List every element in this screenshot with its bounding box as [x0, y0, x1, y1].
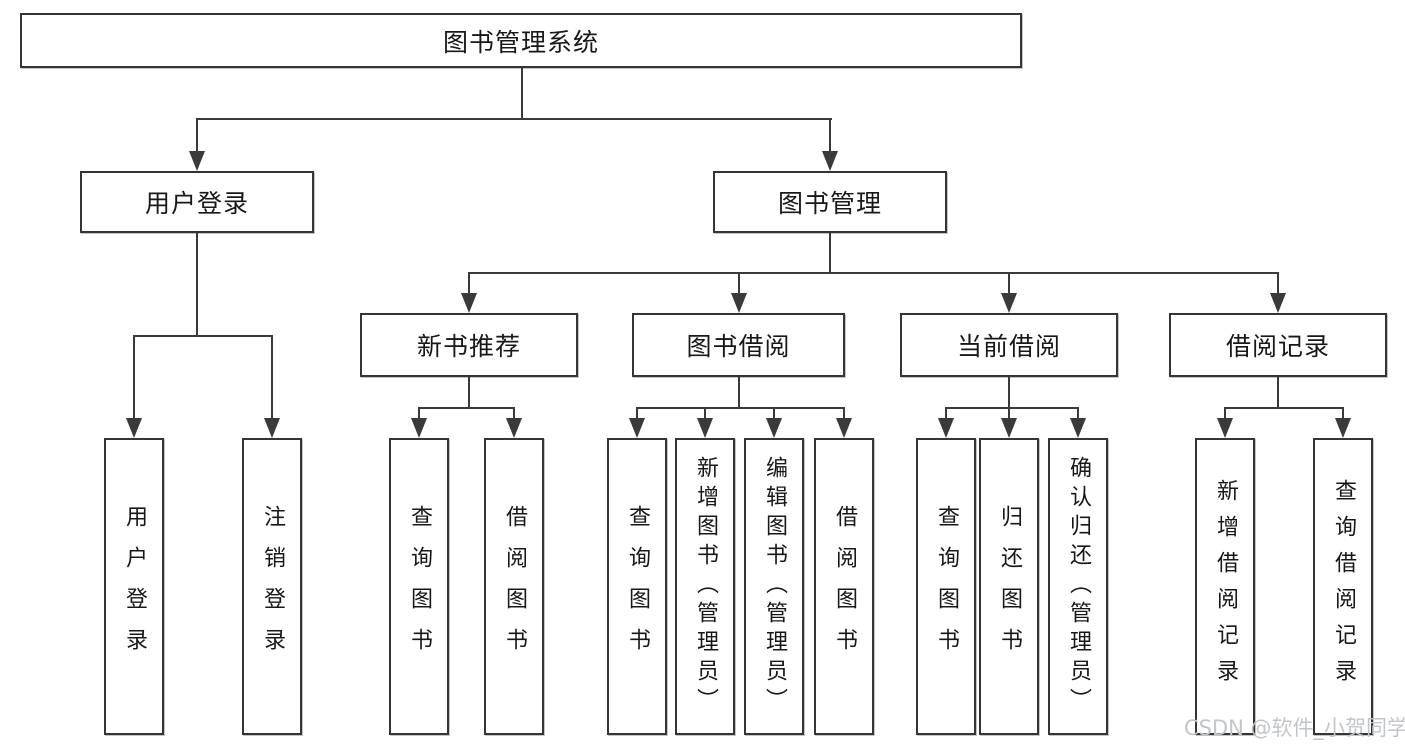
connector-login-split — [133, 335, 273, 337]
connector-records-stem — [1277, 377, 1279, 409]
leaf-borrow-books-recommend: 借阅图书 — [484, 438, 544, 735]
connector-stub-records — [1277, 274, 1279, 295]
connector-stub-leaf — [418, 407, 420, 422]
leaf-query-borrow-record: 查询借阅记录 — [1313, 438, 1373, 735]
arrowhead-current — [1001, 293, 1017, 313]
arrowhead-leaf-add-record — [1217, 418, 1233, 438]
connector-stub-leaf — [773, 407, 775, 422]
arrowhead-leaf-query-recommend — [411, 418, 427, 438]
connector-borrowing-stem — [738, 377, 740, 409]
connector-borrowing-split — [636, 407, 845, 409]
arrowhead-leaf-logout — [264, 418, 280, 438]
connector-newbooks-stem — [468, 377, 470, 409]
arrowhead-leaf-borrow-recommend — [506, 418, 522, 438]
connector-records-split — [1224, 407, 1344, 409]
node-user-login: 用户登录 — [80, 171, 314, 233]
leaf-borrow-books-borrowing: 借阅图书 — [814, 438, 874, 735]
node-book-borrowing: 图书借阅 — [632, 313, 845, 377]
node-book-management: 图书管理 — [713, 171, 947, 233]
node-new-book-recommend: 新书推荐 — [360, 313, 578, 377]
leaf-add-borrow-record: 新增借阅记录 — [1195, 438, 1255, 735]
connector-stub-leaf — [636, 407, 638, 422]
connector-root-split — [196, 118, 832, 120]
connector-stub-leaf — [1077, 407, 1079, 422]
arrowhead-leaf-return-books — [1001, 418, 1017, 438]
connector-root-stem — [521, 68, 523, 120]
connector-stub-leaf — [1342, 407, 1344, 422]
connector-stub-leaf — [704, 407, 706, 422]
arrowhead-book-mgmt — [822, 151, 838, 171]
arrowhead-leaf-query-borrowing — [629, 418, 645, 438]
connector-stub-book-mgmt — [829, 120, 831, 153]
leaf-query-books-current: 查询图书 — [916, 438, 976, 735]
node-system-root: 图书管理系统 — [20, 13, 1022, 68]
connector-stub-leaf — [1224, 407, 1226, 422]
arrowhead-records — [1270, 293, 1286, 313]
leaf-return-books: 归还图书 — [979, 438, 1039, 735]
arrowhead-leaf-login — [126, 418, 142, 438]
connector-stub-leaf — [843, 407, 845, 422]
connector-mgmt-split — [468, 272, 1279, 274]
connector-stub-leaf-logout — [271, 335, 273, 420]
connector-stub-user-login — [196, 120, 198, 153]
connector-current-split — [945, 407, 1079, 409]
connector-login-stem — [196, 233, 198, 337]
connector-stub-new-books — [468, 274, 470, 295]
arrowhead-borrowing — [731, 293, 747, 313]
connector-stub-leaf — [513, 407, 515, 422]
leaf-query-books-recommend: 查询图书 — [389, 438, 449, 735]
leaf-add-book-admin: 新增图书（管理员） — [675, 438, 735, 735]
arrowhead-new-books — [461, 293, 477, 313]
arrowhead-leaf-query-record — [1335, 418, 1351, 438]
connector-mgmt-stem — [829, 233, 831, 274]
connector-stub-leaf-login — [133, 335, 135, 420]
connector-stub-leaf — [1008, 407, 1010, 422]
connector-current-stem — [1008, 377, 1010, 409]
leaf-query-books-borrowing: 查询图书 — [607, 438, 667, 735]
leaf-edit-book-admin: 编辑图书（管理员） — [744, 438, 804, 735]
leaf-confirm-return-admin: 确认归还（管理员） — [1048, 438, 1108, 735]
leaf-user-login: 用户登录 — [104, 438, 164, 735]
node-borrow-records: 借阅记录 — [1169, 313, 1387, 377]
arrowhead-leaf-query-current — [938, 418, 954, 438]
connector-newbooks-split — [418, 407, 515, 409]
connector-stub-current — [1008, 274, 1010, 295]
arrowhead-leaf-edit-book — [766, 418, 782, 438]
connector-stub-leaf — [945, 407, 947, 422]
leaf-logout: 注销登录 — [242, 438, 302, 735]
connector-stub-borrowing — [738, 274, 740, 295]
arrowhead-leaf-add-book — [697, 418, 713, 438]
arrowhead-leaf-borrow-borrowing — [836, 418, 852, 438]
csdn-watermark: CSDN @软件_小贺同学 — [1184, 716, 1405, 740]
node-current-borrowing: 当前借阅 — [900, 313, 1118, 377]
arrowhead-user-login — [189, 151, 205, 171]
arrowhead-leaf-confirm-return — [1070, 418, 1086, 438]
